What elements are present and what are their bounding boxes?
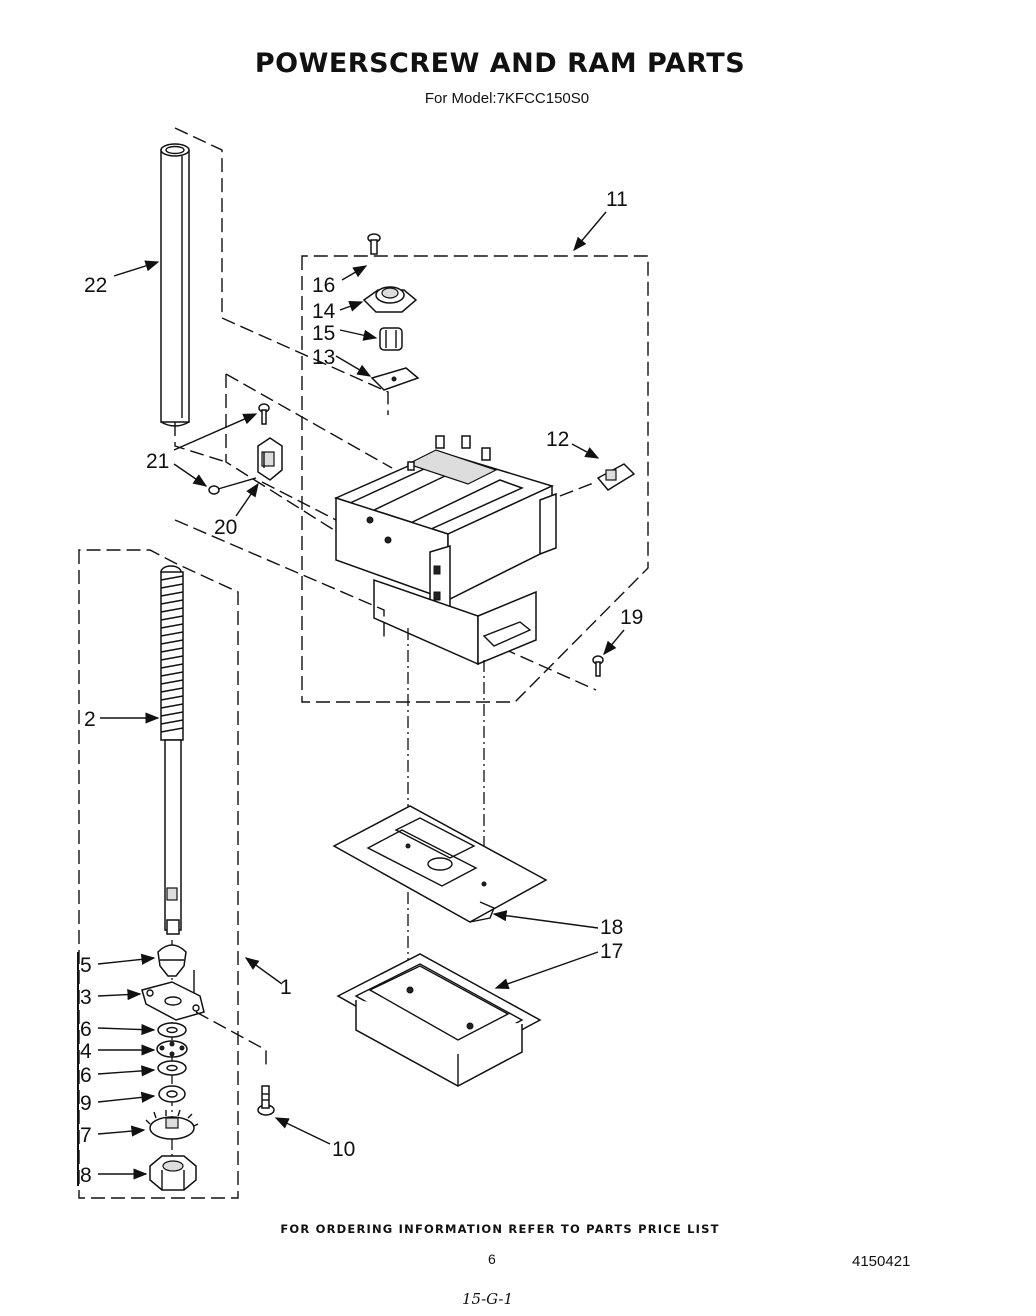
callout-14: 14 xyxy=(312,300,336,323)
callout-4: 4 xyxy=(80,1040,92,1063)
callout-19: 19 xyxy=(620,606,643,629)
callout-11: 11 xyxy=(606,188,628,211)
callout-9: 9 xyxy=(80,1092,92,1115)
screw-part-10 xyxy=(257,1085,275,1116)
washer-part-9 xyxy=(158,1085,186,1103)
callout-18: 18 xyxy=(600,916,623,939)
bearing-part-5 xyxy=(157,944,187,977)
callout-1: 1 xyxy=(280,976,292,999)
coupler-part-15 xyxy=(379,327,403,351)
pan-part-17 xyxy=(336,953,542,1087)
callout-6b: 6 xyxy=(80,1064,92,1087)
bracket-part-20 xyxy=(257,437,283,481)
screw-part-19 xyxy=(592,655,604,677)
callout-12: 12 xyxy=(546,428,569,451)
callout-3: 3 xyxy=(80,986,92,1009)
screw-part-21 xyxy=(208,403,270,495)
plate-part-3 xyxy=(141,981,205,1021)
callout-16: 16 xyxy=(312,274,335,297)
callout-7: 7 xyxy=(80,1124,92,1147)
callout-17: 17 xyxy=(600,940,623,963)
ram-tube-part-22 xyxy=(160,143,190,427)
callout-5: 5 xyxy=(80,954,92,977)
callout-21: 21 xyxy=(146,450,169,473)
washer-part-6b xyxy=(157,1060,187,1076)
callout-13: 13 xyxy=(312,346,335,369)
nut-part-8 xyxy=(149,1155,197,1191)
callout-8: 8 xyxy=(80,1164,92,1187)
page-number: 6 xyxy=(488,1251,496,1267)
washer-part-6a xyxy=(157,1022,187,1038)
callout-10: 10 xyxy=(332,1138,355,1161)
model-subtitle: For Model:7KFCC150S0 xyxy=(424,90,590,107)
gear-case-assembly xyxy=(333,435,557,666)
callout-2: 2 xyxy=(84,708,96,731)
powerscrew-part-2 xyxy=(160,565,184,935)
sprocket-part-7 xyxy=(145,1109,199,1140)
ram-plate-part-18 xyxy=(332,805,548,923)
callout-22: 22 xyxy=(84,274,107,297)
bearing-part-4 xyxy=(156,1040,188,1058)
callout-15: 15 xyxy=(312,322,335,345)
document-number: 4150421 xyxy=(852,1253,911,1270)
ordering-note: FOR ORDERING INFORMATION REFER TO PARTS … xyxy=(280,1222,720,1236)
handwritten-note: 15-G-1 xyxy=(462,1290,514,1308)
bearing-housing-part-14 xyxy=(362,286,418,313)
page-title: POWERSCREW AND RAM PARTS xyxy=(254,48,746,79)
callout-20: 20 xyxy=(214,516,237,539)
callout-leaders xyxy=(97,211,625,1180)
callout-6a: 6 xyxy=(80,1018,92,1041)
bracket-part-13 xyxy=(370,367,420,391)
switch-part-12 xyxy=(596,463,636,491)
screw-part-16 xyxy=(367,233,381,255)
